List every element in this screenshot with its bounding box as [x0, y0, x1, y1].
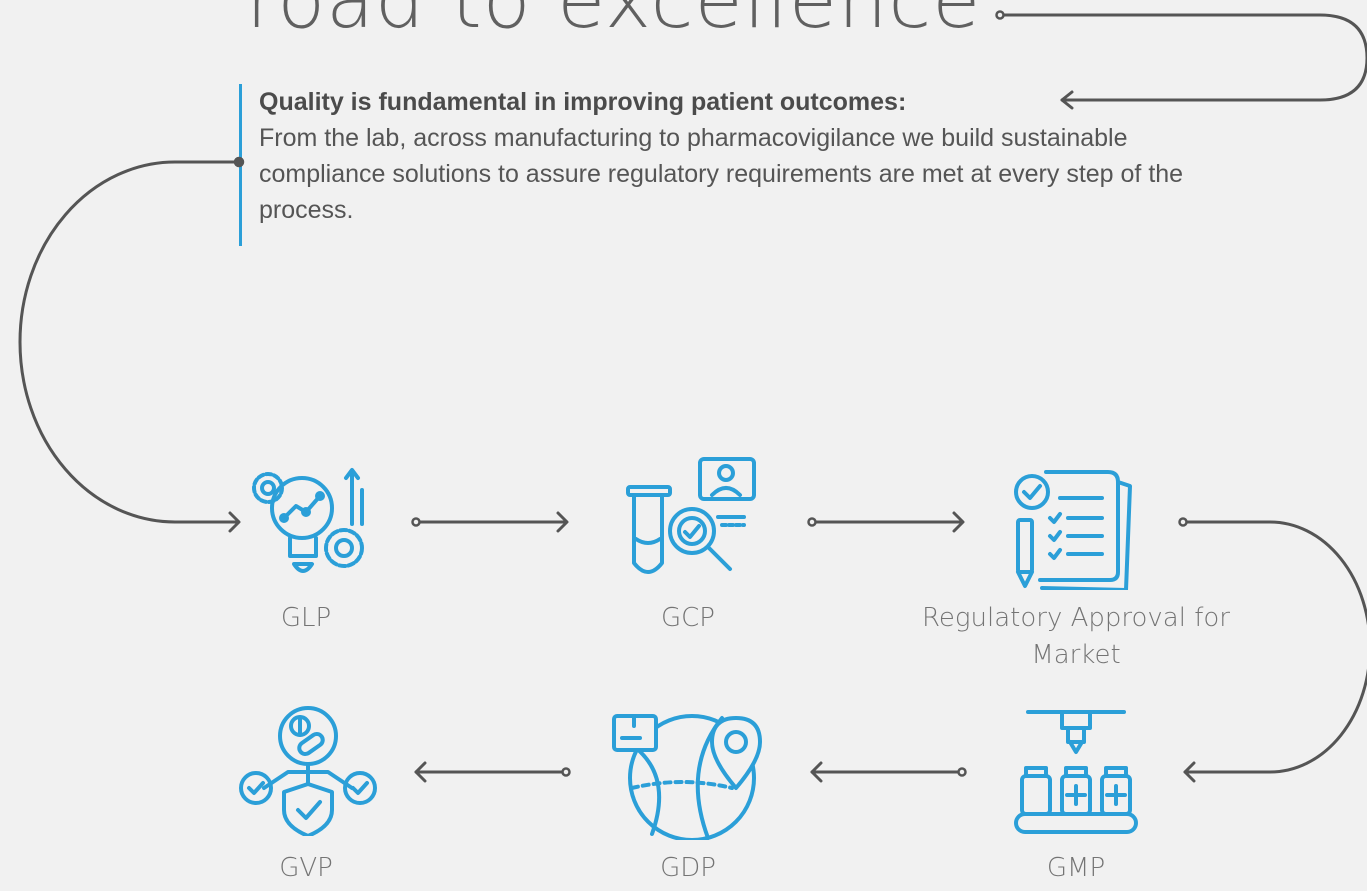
- arrowhead-glp: [228, 511, 241, 533]
- step-label-glp: GLP: [280, 603, 332, 633]
- step-label-regulatory-approval: Regulatory Approval for Market: [922, 603, 1230, 670]
- lab-research-gears-icon: [252, 468, 364, 573]
- step-label-gmp: GMP: [1046, 853, 1106, 883]
- connector-intro-to-glp: [18, 160, 241, 524]
- global-distribution-icon: [612, 714, 762, 840]
- intro-block: Quality is fundamental in improving pati…: [259, 84, 1219, 228]
- connector-node: [561, 767, 571, 777]
- connector-headline-loop: [1000, 13, 1367, 102]
- connector-node: [1178, 517, 1188, 527]
- connector-node: [957, 767, 967, 777]
- connector-node: [233, 156, 245, 168]
- pharmacovigilance-shield-icon: [239, 706, 377, 836]
- arrowhead-gvp: [414, 761, 427, 783]
- intro-body: From the lab, across manufacturing to ph…: [259, 124, 1184, 224]
- arrowhead-gcp: [556, 511, 569, 533]
- arrowhead-gmp: [1183, 761, 1196, 783]
- intro-lead: Quality is fundamental in improving pati…: [259, 88, 907, 116]
- checklist-approval-icon: [1014, 470, 1132, 590]
- step-label-gdp: GDP: [660, 853, 716, 883]
- connector-node: [807, 517, 817, 527]
- connector-node: [411, 517, 421, 527]
- page-headline: road to excellence: [246, 0, 982, 46]
- connector-node: [995, 10, 1005, 20]
- connector-regulatory-gmp: [1183, 520, 1367, 774]
- arrowhead-intro: [1060, 90, 1074, 110]
- step-label-gcp: GCP: [661, 603, 715, 633]
- step-label-gvp: GVP: [279, 853, 333, 883]
- manufacturing-line-icon: [1014, 710, 1138, 834]
- clinical-trial-test-tube-icon: [626, 457, 756, 574]
- arrowhead-regulatory: [952, 511, 965, 533]
- arrowhead-gdp: [810, 761, 823, 783]
